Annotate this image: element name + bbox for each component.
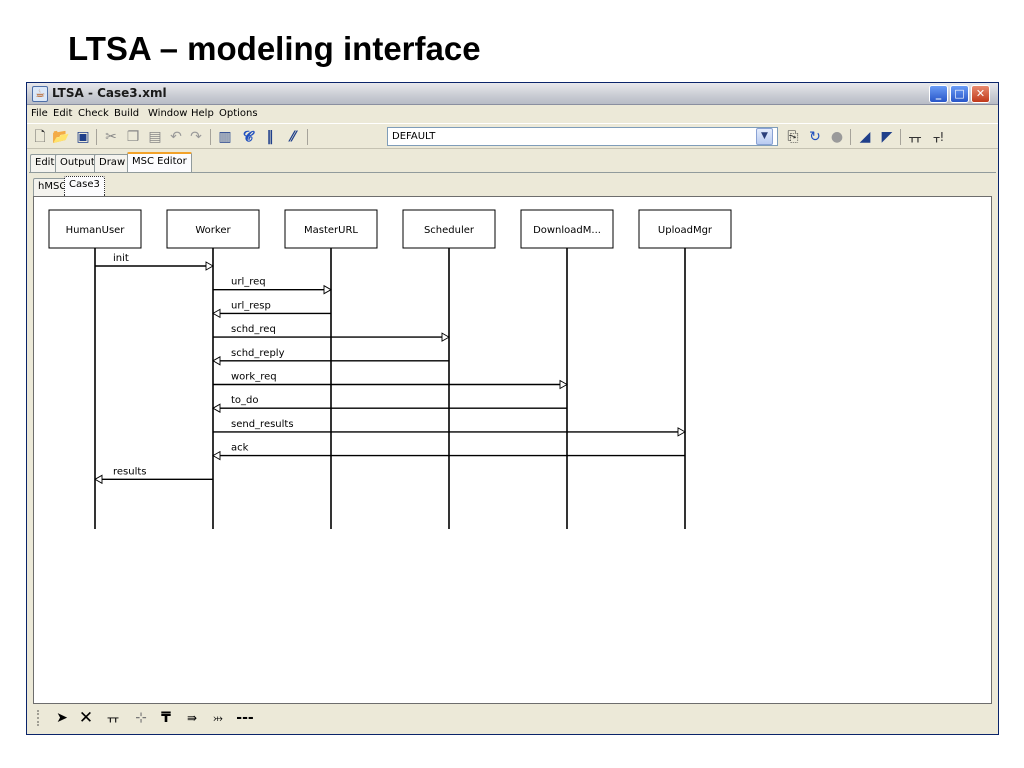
instance-label: UploadMgr: [658, 225, 713, 236]
add-dashed-line-icon[interactable]: ---: [236, 710, 254, 726]
add-message-icon[interactable]: ⇛: [186, 711, 198, 725]
maximize-icon[interactable]: □: [950, 85, 969, 103]
toolbar-separator: [900, 129, 901, 145]
message-arrowhead: [212, 403, 221, 413]
message-label: url_resp: [231, 300, 271, 311]
toolbar-grip[interactable]: [37, 710, 40, 726]
tab-draw[interactable]: Draw: [94, 154, 131, 172]
main-tab-row: Edit Output Draw MSC Editor: [27, 152, 998, 172]
new-file-icon[interactable]: 🗋: [34, 129, 46, 145]
compose-icon[interactable]: ᚁᚁ: [909, 130, 921, 144]
menu-build[interactable]: Build: [114, 108, 140, 119]
safety-check-icon[interactable]: ⎘: [787, 129, 799, 145]
message-label: init: [113, 253, 129, 264]
message-label: results: [113, 466, 147, 477]
msc-editor-canvas[interactable]: HumanUser Worker MasterURL Scheduler Downloa…: [33, 196, 992, 704]
build-icon[interactable]: ⫽: [288, 129, 296, 145]
add-lost-message-icon[interactable]: ⤔: [213, 711, 223, 725]
run-icon[interactable]: ◤: [881, 129, 893, 145]
menubar: File Edit Check Build Window Help Option…: [27, 105, 998, 123]
animate-icon[interactable]: ◢: [859, 129, 871, 145]
window-titlebar[interactable]: ☕ LTSA - Case3.xml _ □ ✕: [27, 83, 998, 105]
delete-icon[interactable]: ✕: [78, 708, 94, 728]
msc-diagram: HumanUser Worker MasterURL Scheduler Downloa…: [48, 209, 732, 529]
instance-label: MasterURL: [304, 225, 358, 236]
parallel-icon[interactable]: ‖: [266, 129, 274, 145]
select-arrow-icon[interactable]: ➤: [56, 710, 68, 726]
menu-help[interactable]: Help: [191, 108, 214, 119]
slide-title: LTSA – modeling interface: [68, 30, 481, 67]
window-title: LTSA - Case3.xml: [52, 86, 167, 100]
message-arrowhead: [212, 450, 221, 461]
menu-edit[interactable]: Edit: [53, 108, 73, 119]
instance-box[interactable]: [48, 209, 142, 249]
tab-case3[interactable]: Case3: [64, 176, 105, 196]
instance-box[interactable]: [284, 209, 378, 249]
message-label: work_req: [231, 372, 277, 383]
sub-tab-row: hMSC Case3: [27, 176, 998, 196]
add-instances-icon[interactable]: ᚁᚁ: [107, 711, 119, 724]
message-arrowhead: [94, 474, 103, 485]
open-folder-icon[interactable]: 📂: [52, 129, 70, 145]
tab-panel-border: [29, 172, 996, 173]
tab-msc-editor[interactable]: MSC Editor: [127, 152, 192, 172]
copy-icon[interactable]: ❐: [126, 129, 140, 145]
toolbar-separator: [210, 129, 211, 145]
toolbar-separator: [850, 129, 851, 145]
compile-icon[interactable]: 𝓒: [243, 129, 253, 145]
undo-icon[interactable]: ↶: [170, 129, 182, 145]
toolbar-separator: [96, 129, 97, 145]
instance-box[interactable]: [638, 209, 732, 249]
paste-icon[interactable]: ▤: [148, 129, 162, 145]
main-toolbar: 🗋 📂 ▣ ✂ ❐ ▤ ↶ ↷ ▥ 𝓒 ‖ ⫽ DEFAULT ▼ ⎘ ↻ ● …: [27, 123, 998, 149]
save-icon[interactable]: ▣: [76, 129, 90, 145]
instance-box[interactable]: [520, 209, 614, 249]
add-condition-icon[interactable]: ⊹: [135, 710, 147, 726]
message-label: url_req: [231, 277, 266, 288]
target-select[interactable]: DEFAULT: [387, 127, 778, 146]
instance-label: Scheduler: [424, 225, 475, 236]
instance-label: DownloadM...: [533, 225, 601, 236]
message-arrowhead: [212, 356, 221, 366]
instance-box[interactable]: [402, 209, 496, 249]
ltsa-window: ☕ LTSA - Case3.xml _ □ ✕ File Edit Check…: [26, 82, 999, 735]
message-label: send_results: [231, 419, 294, 430]
message-arrowhead: [323, 284, 332, 295]
stop-icon[interactable]: ●: [830, 129, 844, 145]
message-label: schd_reply: [231, 348, 285, 359]
menu-check[interactable]: Check: [78, 108, 109, 119]
instance-label: Worker: [195, 225, 231, 236]
minimize-icon[interactable]: _: [929, 85, 948, 103]
close-icon[interactable]: ✕: [971, 85, 990, 103]
progress-check-icon[interactable]: ↻: [809, 129, 821, 145]
instance-label: HumanUser: [66, 225, 126, 236]
message-arrowhead: [205, 261, 214, 271]
message-arrowhead: [677, 427, 686, 437]
instance-box[interactable]: [166, 209, 260, 249]
msc-tool-palette: ➤ ✕ ᚁᚁ ⊹ ₸ ⇛ ⤔ ---: [33, 706, 992, 730]
message-label: to_do: [231, 395, 259, 406]
redo-icon[interactable]: ↷: [190, 129, 202, 145]
toolbar-separator: [307, 129, 308, 145]
menu-options[interactable]: Options: [219, 108, 258, 119]
message-arrowhead: [212, 308, 221, 319]
message-label: schd_req: [231, 324, 276, 335]
chevron-down-icon[interactable]: ▼: [756, 128, 773, 145]
menu-window[interactable]: Window: [148, 108, 188, 119]
cut-icon[interactable]: ✂: [105, 129, 117, 145]
add-instance-icon[interactable]: ₸: [161, 710, 171, 726]
java-cup-icon: ☕: [32, 86, 48, 102]
message-arrowhead: [441, 332, 450, 342]
fsp-icon[interactable]: ▥: [218, 129, 232, 145]
message-arrowhead: [559, 379, 568, 390]
minimise-icon[interactable]: ᚁ!: [933, 130, 945, 144]
message-label: ack: [231, 443, 249, 454]
menu-file[interactable]: File: [31, 108, 48, 119]
